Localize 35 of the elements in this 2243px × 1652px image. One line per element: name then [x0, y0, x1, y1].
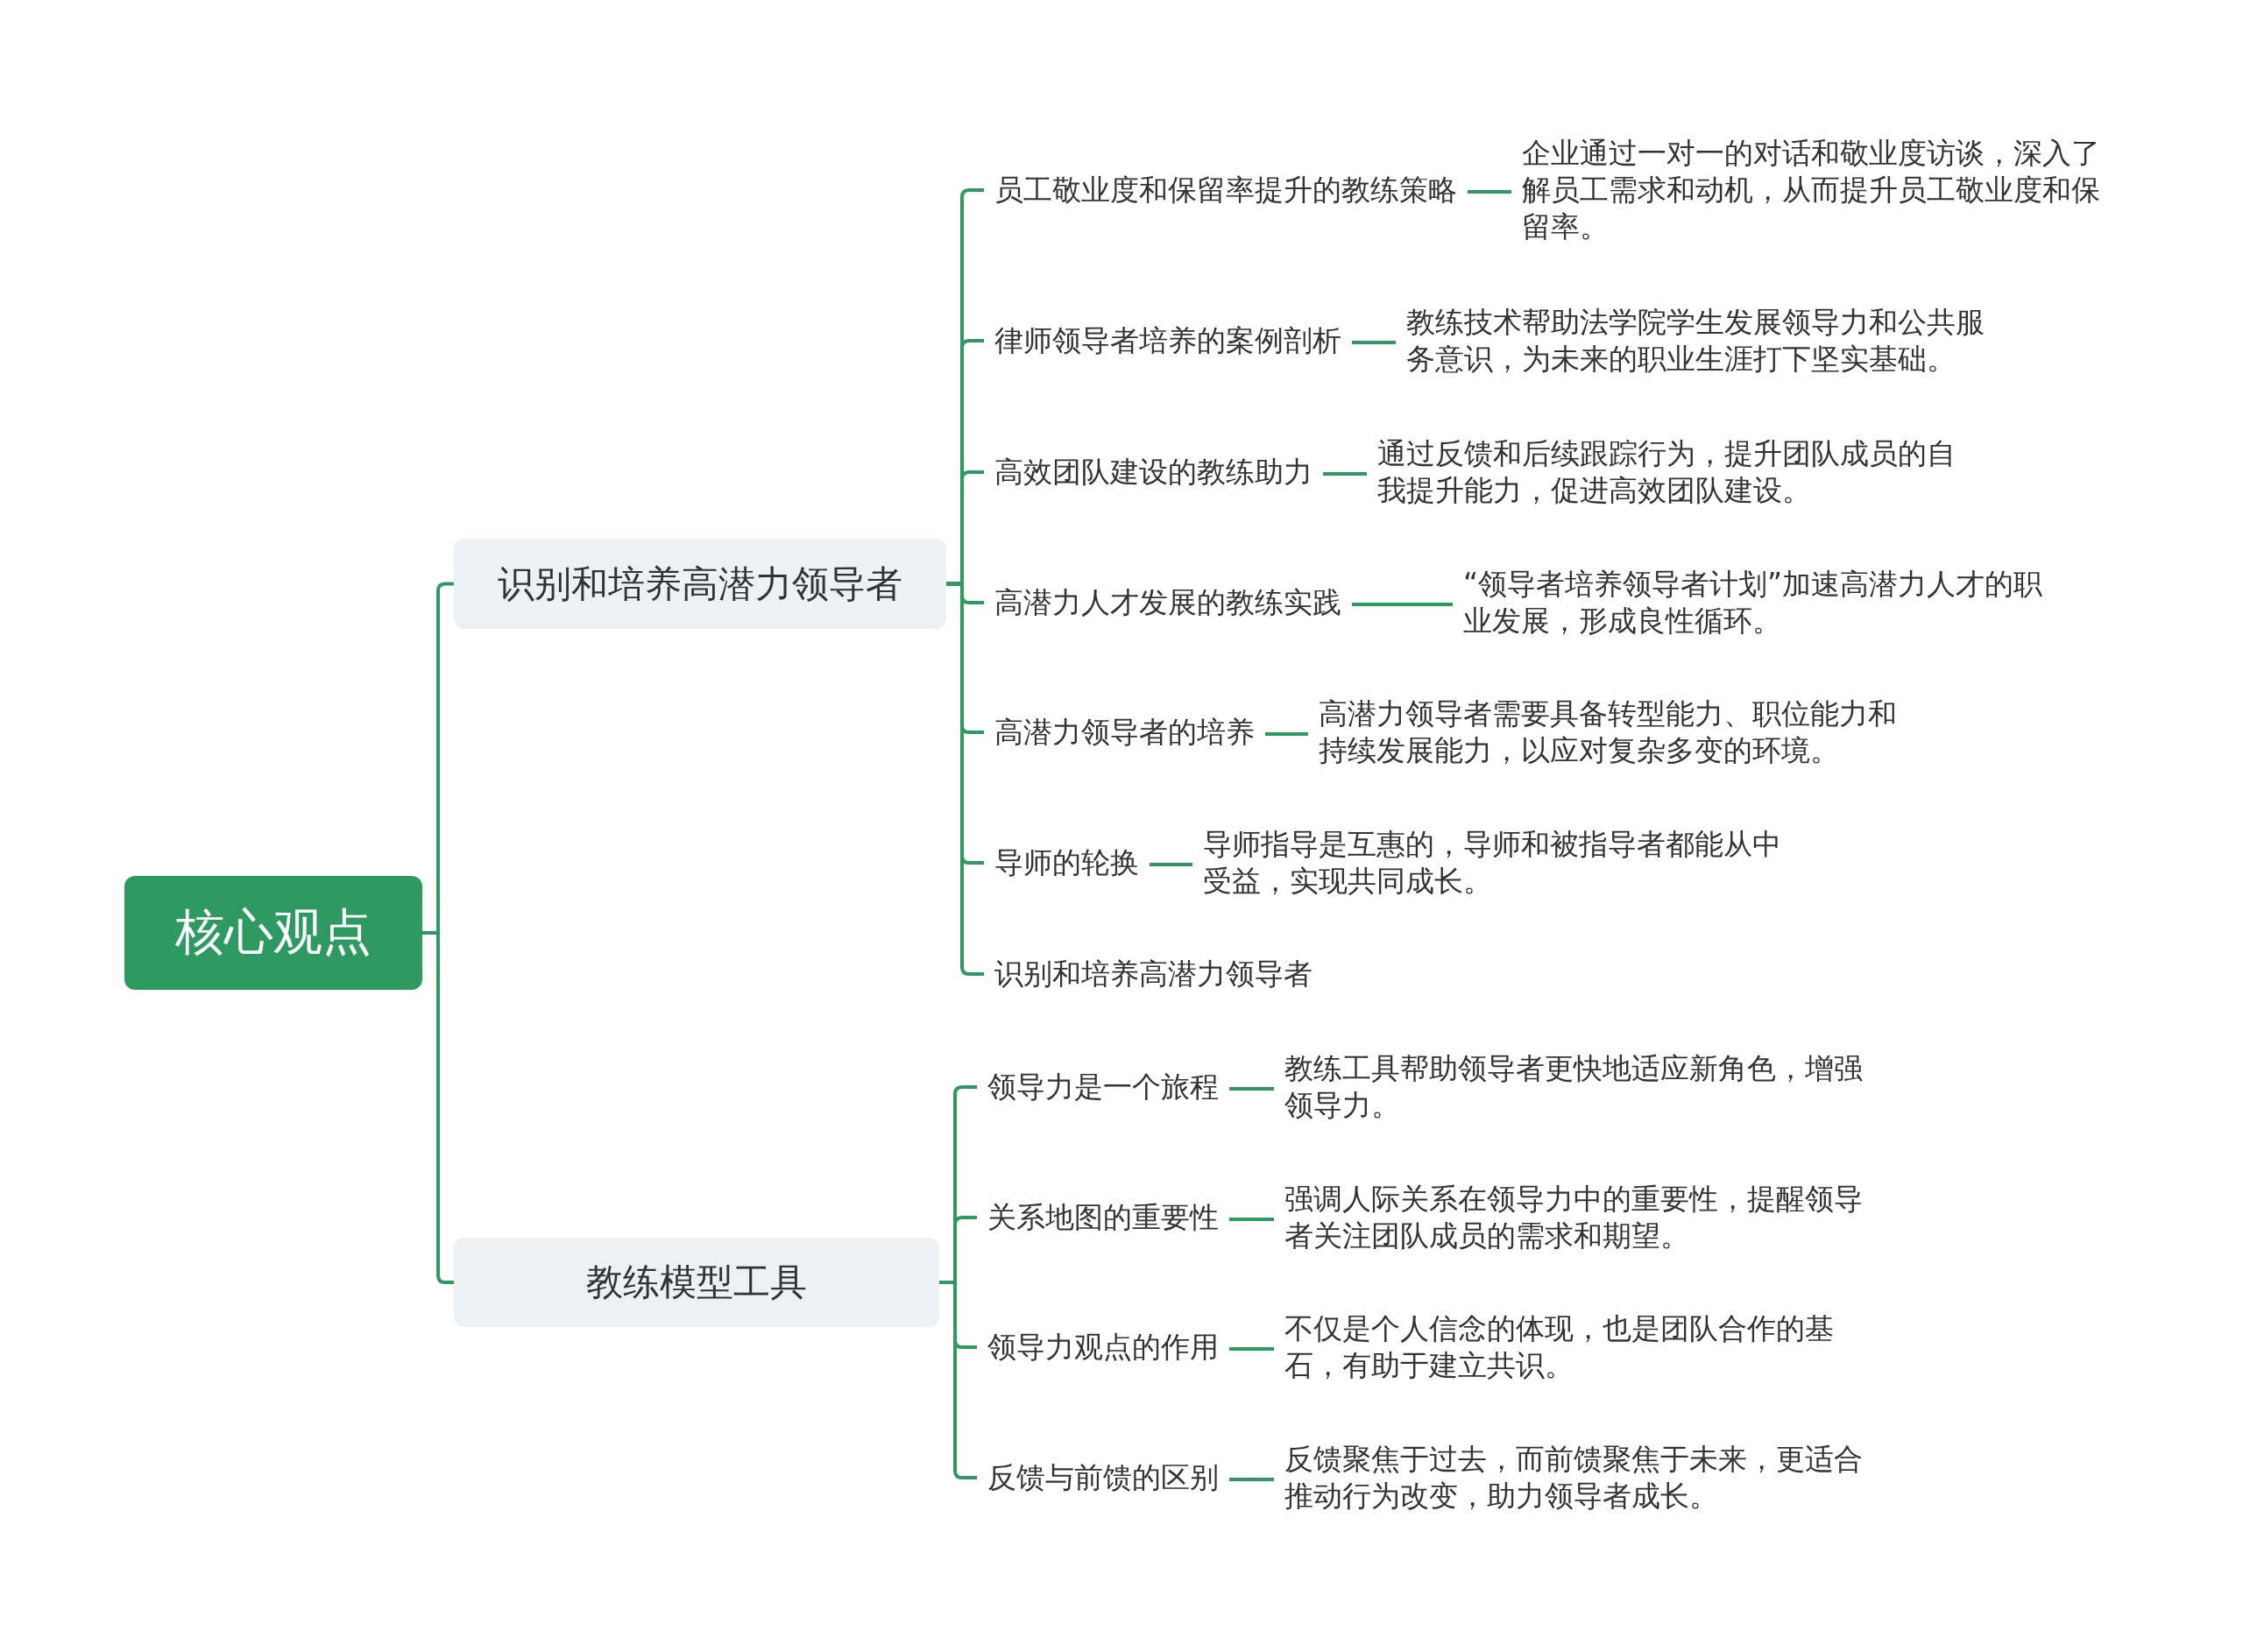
subtopic-text: 高潜力领导者的培养: [984, 713, 1265, 752]
subtopic-text: 领导力是一个旅程: [977, 1068, 1229, 1106]
subtopic-text: 识别和培养高潜力领导者: [984, 955, 1323, 993]
branch-topic-box: 教练模型工具: [454, 1238, 939, 1327]
subtopic-text: 关系地图的重要性: [977, 1198, 1229, 1237]
subtopic-text: 高效团队建设的教练助力: [984, 453, 1323, 491]
connector-line: [1352, 341, 1396, 344]
connector-line: [1468, 190, 1511, 194]
connector-line: [1323, 472, 1367, 476]
detail-text: 企业通过一对一的对话和敬业度访谈，深入了解员工需求和动机，从而提升员工敬业度和保留率。: [1511, 135, 2125, 245]
detail-text: 高潜力领导者需要具备转型能力、职位能力和持续发展能力，以应对复杂多变的环境。: [1308, 695, 1921, 769]
connector-line: [1265, 732, 1308, 736]
detail-text: 教练技术帮助法学院学生发展领导力和公共服务意识，为未来的职业生涯打下坚实基础。: [1396, 304, 2009, 378]
detail-text: 不仅是个人信念的体现，也是团队合作的基石，有助于建立共识。: [1274, 1310, 1887, 1384]
detail-text: 通过反馈和后续跟踪行为，提升团队成员的自我提升能力，促进高效团队建设。: [1367, 435, 1980, 509]
subtopic-text: 律师领导者培养的案例剖析: [984, 321, 1352, 360]
branch-topic-box: 识别和培养高潜力领导者: [454, 539, 946, 629]
connector-line: [1229, 1478, 1274, 1481]
root-topic-box: 核心观点: [124, 876, 422, 990]
connector-line: [1229, 1218, 1274, 1221]
subtopic-text: 领导力观点的作用: [977, 1328, 1229, 1366]
subtopic-text: 导师的轮换: [984, 844, 1150, 882]
detail-text: 反馈聚焦于过去，而前馈聚焦于未来，更适合推动行为改变，助力领导者成长。: [1274, 1441, 1887, 1514]
connector-line: [1229, 1087, 1274, 1091]
detail-text: “领导者培养领导者计划”加速高潜力人才的职业发展，形成良性循环。: [1453, 566, 2066, 639]
connector-line: [1150, 863, 1192, 866]
connector-line: [1352, 603, 1453, 606]
detail-text: 教练工具帮助领导者更快地适应新角色，增强领导力。: [1274, 1050, 1887, 1124]
connector-line: [1229, 1347, 1274, 1351]
subtopic-text: 员工敬业度和保留率提升的教练策略: [984, 171, 1468, 209]
subtopic-text: 反馈与前馈的区别: [977, 1458, 1229, 1497]
detail-text: 导师指导是互惠的，导师和被指导者都能从中受益，实现共同成长。: [1192, 826, 1806, 900]
detail-text: 强调人际关系在领导力中的重要性，提醒领导者关注团队成员的需求和期望。: [1274, 1181, 1887, 1254]
connector-line: [422, 931, 454, 1284]
subtopic-text: 高潜力人才发展的教练实践: [984, 583, 1352, 622]
